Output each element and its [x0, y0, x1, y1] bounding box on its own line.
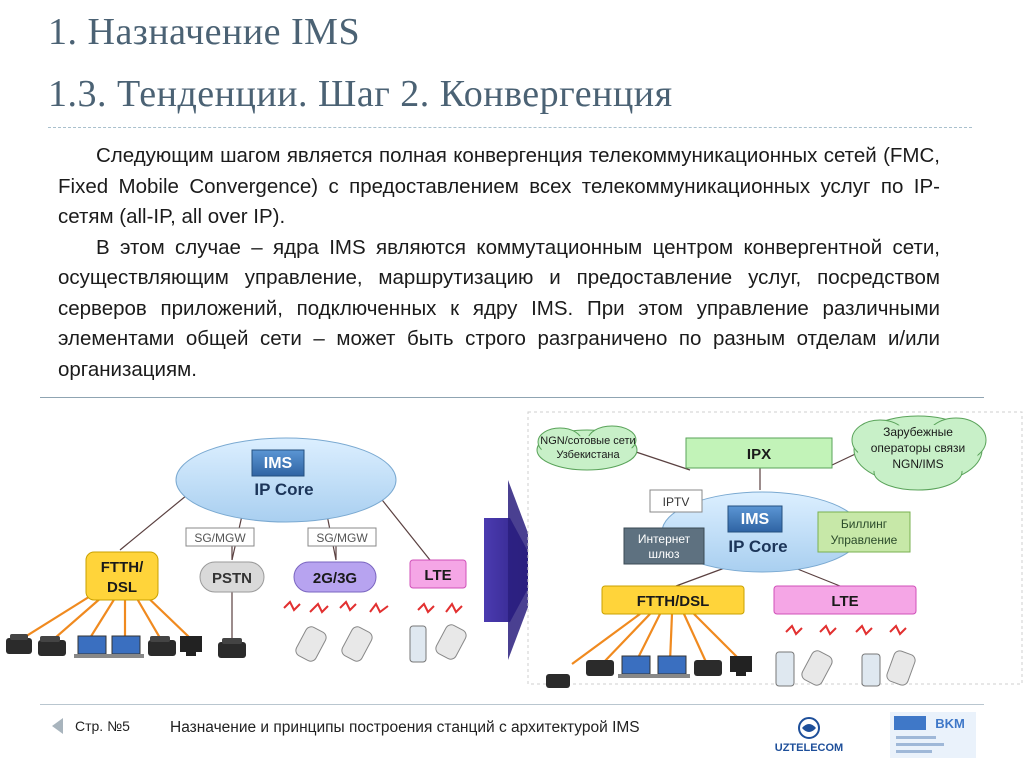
bkm-logo-text: BKM: [935, 716, 965, 731]
iptv-label: IPTV: [663, 495, 690, 509]
ip-core-label-right: IP Core: [728, 537, 787, 556]
ftth-dsl-box-left: [85, 551, 159, 601]
laptop-icon: [654, 655, 690, 678]
desk-phone-icon: [586, 660, 614, 676]
lte-box-left: [409, 559, 467, 589]
mobile-phone-icon: [801, 650, 833, 686]
lte-label-left: LTE: [424, 567, 451, 584]
mobile-phone-icon: [409, 625, 427, 663]
desk-phone-icon: [694, 660, 722, 676]
paragraph-1: Следующим шагом является полная конверге…: [58, 144, 940, 228]
desk-phone-icon: [546, 674, 570, 688]
cloud-foreign-operators: [851, 415, 987, 491]
laptop-icon: [108, 635, 144, 658]
left-network: IMS IP Core SG/MGW SG/MGW FTTH/ DSL PSTN…: [6, 437, 467, 663]
dsl-label-left: DSL: [107, 579, 137, 596]
ims-label-right: IMS: [741, 511, 770, 528]
desk-phone-icon: [148, 636, 176, 656]
mobile-2g3g-box: [293, 561, 377, 593]
cloud-left-line1: NGN/сотовые сети: [540, 435, 635, 447]
cloud-ngn-uzbekistan: [536, 425, 638, 471]
ftth-dsl-label-right: FTTH/DSL: [637, 593, 710, 610]
pc-icon: [730, 656, 752, 676]
ipx-box: [685, 437, 833, 469]
ip-core-label-left: IP Core: [254, 480, 313, 499]
gateway-label-1: SG/MGW: [194, 531, 246, 545]
lte-label-right: LTE: [831, 593, 858, 610]
ims-label-left: IMS: [264, 455, 293, 472]
laptop-icon: [74, 635, 110, 658]
mobile-2g3g-label: 2G/3G: [313, 570, 357, 587]
cloud-right-line2: операторы связи: [871, 441, 966, 455]
billing-box: [817, 511, 911, 553]
ip-core-ellipse-left: [175, 437, 397, 523]
radio-signals-right: [785, 624, 907, 636]
title-divider: [48, 127, 972, 128]
ipx-label: IPX: [747, 446, 771, 463]
desk-phone-icon: [38, 636, 66, 656]
laptop-icon: [618, 655, 654, 678]
pstn-label: PSTN: [212, 570, 252, 587]
arrow-head: [508, 480, 542, 660]
desk-phone-icon: [6, 634, 32, 654]
access-lines-right: [571, 613, 743, 665]
mobile-phone-icon: [435, 624, 467, 660]
paragraph-2: В этом случае – ядра IMS являются коммут…: [58, 235, 940, 381]
footer-divider: [40, 704, 984, 705]
internet-gateway-line2: шлюз: [648, 547, 680, 561]
footer-title: Назначение и принципы построения станций…: [170, 719, 640, 736]
gateway-box-2: [307, 527, 377, 547]
mobile-phone-icon: [775, 651, 795, 687]
ftth-label-left: FTTH/: [101, 559, 144, 576]
mobile-phone-icon: [341, 626, 373, 662]
slide-title: 1. Назначение IMS: [48, 11, 361, 53]
right-network: NGN/сотовые сети Узбекистана IPX Зарубеж…: [527, 411, 1023, 688]
uztelecom-logo: UZTELECOM: [775, 717, 843, 754]
mobile-phone-icon: [295, 626, 327, 662]
slide-subtitle: 1.3. Тенденции. Шаг 2. Конвергенция: [48, 73, 673, 115]
body-text: Следующим шагом является полная конверге…: [58, 141, 940, 385]
cloud-left-line2: Узбекистана: [556, 449, 620, 461]
billing-line1: Биллинг: [841, 517, 888, 531]
gateway-label-2: SG/MGW: [316, 531, 368, 545]
billing-line2: Управление: [831, 533, 898, 547]
pc-icon: [180, 636, 202, 656]
page-number: Стр. №5: [75, 718, 130, 734]
cloud-right-line1: Зарубежные: [883, 425, 953, 439]
desk-phone-icon: [218, 638, 246, 658]
mobile-phone-icon: [886, 650, 916, 686]
ftth-dsl-box-right: [601, 585, 745, 615]
bkm-logo: BKM: [890, 712, 976, 758]
uztelecom-logo-text: UZTELECOM: [775, 742, 843, 754]
device-icons-right: [546, 650, 916, 688]
radio-signals-left: [283, 600, 463, 614]
convergence-diagram: IMS IP Core SG/MGW SG/MGW FTTH/ DSL PSTN…: [6, 411, 1023, 688]
internet-gateway-line1: Интернет: [638, 532, 691, 546]
cloud-right-line3: NGN/IMS: [892, 457, 943, 471]
iptv-box: [649, 489, 703, 513]
ims-box-left: [251, 449, 305, 477]
mobile-phone-icon: [861, 653, 881, 687]
gateway-box-1: [185, 527, 255, 547]
pstn-box: [199, 561, 265, 593]
diagram-divider: [40, 397, 984, 398]
lte-box-right: [773, 585, 917, 615]
internet-gateway-box: [623, 527, 705, 565]
device-icons-left: [6, 624, 467, 663]
back-arrow-icon[interactable]: [52, 718, 63, 734]
ims-box-right: [727, 505, 783, 533]
